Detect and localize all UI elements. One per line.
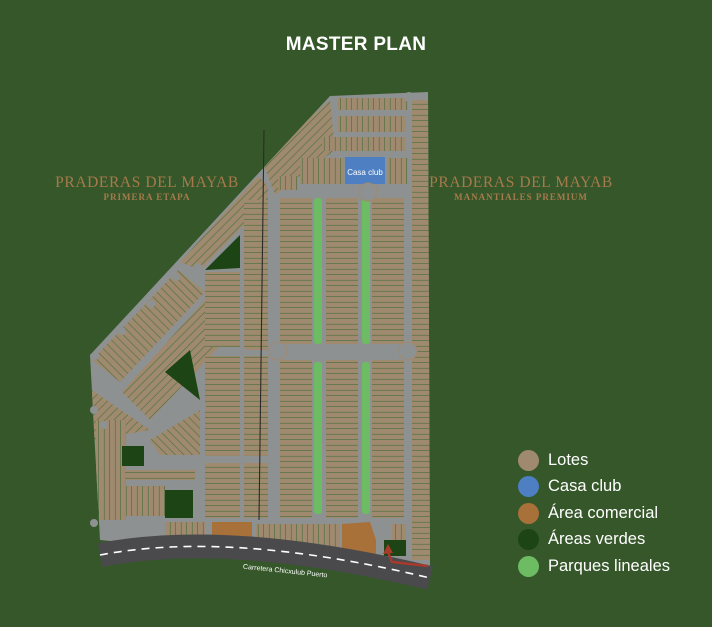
highway-center-line [99, 545, 431, 579]
roundabout [312, 347, 324, 359]
commercial-area [342, 522, 376, 556]
legend-swatch-linear-parks [518, 555, 539, 577]
entrance-arrow-icon [386, 551, 429, 568]
lot-block [92, 270, 205, 382]
lot-block [338, 116, 406, 132]
page-title: MASTER PLAN [285, 34, 427, 55]
linear-park [314, 362, 322, 514]
roundabout [360, 347, 372, 359]
lot-block [205, 356, 240, 456]
left-development-brand: PRADERAS DEL MAYAB PRIMERA ETAPA [52, 174, 242, 203]
entrance-arrow-head-icon [383, 544, 393, 554]
lot-block [205, 463, 240, 518]
legend-swatch-lots [518, 449, 539, 471]
lot-block [412, 100, 430, 560]
lot-blocks [92, 98, 430, 560]
lot-block [372, 198, 404, 344]
green-area [165, 490, 193, 518]
lot-block [262, 100, 335, 195]
lot-block [244, 200, 268, 350]
roundabout [90, 519, 98, 527]
legend-swatch-green-areas [518, 529, 539, 551]
legend-item-green-areas: Áreas verdes [518, 527, 670, 554]
roundabout [268, 341, 288, 361]
lot-block [205, 272, 240, 347]
lot-block [300, 158, 344, 184]
lot-block [326, 198, 358, 344]
legend-item-linear-parks: Parques lineales [518, 553, 670, 580]
roundabout [172, 273, 180, 281]
green-area [165, 350, 200, 400]
right-development-name: PRADERAS DEL MAYAB [429, 174, 613, 191]
lot-block [110, 486, 165, 516]
lot-block [150, 410, 200, 455]
clubhouse-label: Casa club [347, 168, 383, 177]
lot-block [280, 198, 312, 344]
legend-swatch-clubhouse [518, 476, 539, 498]
legend-label: Lotes [548, 450, 589, 469]
lot-block [338, 98, 408, 110]
roundabout [358, 182, 378, 202]
right-development-brand: PRADERAS DEL MAYAB MANANTIALES PREMIUM [426, 174, 616, 203]
roundabout [90, 406, 98, 414]
legend-item-commercial: Área comercial [518, 500, 670, 527]
green-area [205, 235, 240, 270]
lot-block [244, 356, 268, 456]
legend-label: Área comercial [548, 503, 659, 522]
roundabout [100, 421, 108, 429]
legend-label: Áreas verdes [548, 530, 646, 549]
linear-park [314, 198, 322, 344]
left-development-phase: PRIMERA ETAPA [103, 192, 191, 202]
legend-label: Casa club [548, 477, 622, 496]
lot-block [388, 158, 408, 184]
linear-park [362, 362, 370, 514]
roundabout [194, 263, 202, 271]
lot-block [280, 360, 312, 518]
roundabout [147, 300, 155, 308]
right-development-phase: MANANTIALES PREMIUM [454, 192, 588, 202]
lot-block [125, 470, 195, 480]
lot-block [326, 360, 358, 518]
roundabout [196, 401, 206, 411]
lot-block [372, 360, 404, 518]
roundabout [91, 352, 99, 360]
roundabout [398, 341, 418, 361]
phase-division-line [258, 129, 265, 521]
lot-block [322, 137, 406, 151]
green-area [122, 446, 144, 466]
lot-block [392, 524, 406, 544]
roundabout [237, 347, 247, 357]
lot-block [244, 463, 268, 518]
roundabout [118, 327, 126, 335]
legend-swatch-commercial [518, 502, 539, 524]
left-development-name: PRADERAS DEL MAYAB [55, 174, 239, 191]
clubhouse [345, 157, 385, 184]
linear-park [362, 198, 370, 344]
legend-item-clubhouse: Casa club [518, 474, 670, 501]
lot-block [180, 176, 268, 270]
legend-item-lots: Lotes [518, 447, 670, 474]
map-legend: Lotes Casa club Área comercial Áreas ver… [518, 447, 670, 580]
legend-label: Parques lineales [548, 556, 670, 575]
lot-block [278, 176, 298, 190]
roundabout [404, 92, 414, 102]
